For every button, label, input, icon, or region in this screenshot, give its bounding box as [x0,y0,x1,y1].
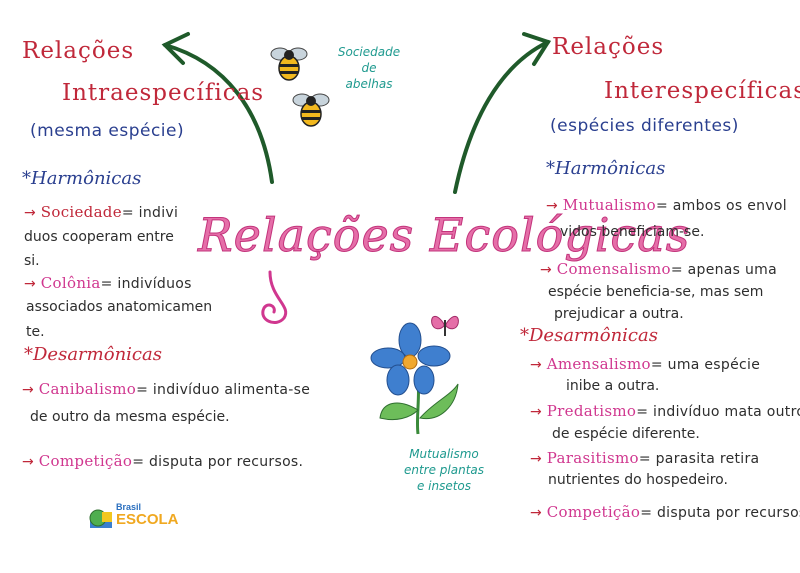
term-comensalismo: Comensalismo [556,260,671,278]
right-predatismo-line1: → Predatismo= indivíduo mata outro [530,402,800,420]
central-title: Relações Ecológicas [197,208,691,263]
right-arrow-icon [453,40,550,194]
left-canibalismo-line2: de outro da mesma espécie. [30,409,230,425]
left-subtitle: (mesma espécie) [30,121,185,141]
right-comensalismo-line1: → Comensalismo= apenas uma [540,260,777,278]
left-title-line1: Relações [22,38,135,64]
right-mutualismo-line2: vidos beneficiam-se. [560,224,705,240]
right-title-line2: Interespecíficas [604,78,800,104]
left-sociedade-line3: si. [24,253,40,269]
left-colonia-line3: te. [26,324,45,340]
bees-note-line: de [361,61,377,75]
def-predatismo: = indivíduo mata outro [636,404,800,420]
flower-note-line: Mutualismo [409,447,479,461]
left-canibalismo-line1: → Canibalismo= indivíduo alimenta-se [22,380,311,398]
left-colonia-line2: associados anatomicamen [26,299,213,315]
flower-note: Mutualismo entre plantas e insetos [394,446,494,494]
left-colonia-line1: → Colônia= indivíduos [24,274,192,292]
term-colonia: Colônia [40,274,101,292]
central-swirl-icon [261,270,288,324]
right-desarmonicas-heading: *Desarmônicas [520,325,658,346]
right-arrowhead-icon [522,32,552,66]
def-mutualismo: = ambos os envol [655,198,787,214]
term-amensalismo: Amensalismo [546,355,651,373]
logo-line1: Brasil [116,502,142,512]
logo-globe-icon [89,509,112,528]
right-title-line1: Relações [552,34,665,60]
flower-note-line: entre plantas [403,463,485,477]
flower-note-line: e insetos [416,479,472,493]
right-mutualismo-line1: → Mutualismo= ambos os envol [546,196,787,214]
def-comensalismo: = apenas uma [670,262,777,278]
right-amensalismo-line2: inibe a outra. [566,378,660,394]
right-harmonicas-heading: *Harmônicas [546,158,666,179]
left-arrow-icon [163,43,274,184]
def-competicao-right: = disputa por recursos. [640,505,800,521]
bees-note: Sociedade de abelhas [334,44,404,92]
left-sociedade-line2: duos cooperam entre [24,229,174,245]
def-sociedade: = indivi [121,205,179,221]
logo-line2: ESCOLA [116,511,179,528]
term-sociedade: Sociedade [40,203,122,221]
butterfly-icon [431,316,459,336]
right-competicao-line1: → Competição= disputa por recursos. [530,503,800,521]
def-colonia: = indivíduos [100,276,192,292]
term-competicao-right: Competição [546,503,641,521]
right-subtitle: (espécies diferentes) [550,116,739,136]
term-canibalismo: Canibalismo [38,380,137,398]
def-competicao-left: = disputa por recursos. [132,454,304,470]
left-desarmonicas-heading: *Desarmônicas [24,344,162,365]
left-competicao-line1: → Competição= disputa por recursos. [22,452,304,470]
right-comensalismo-line3: prejudicar a outra. [554,306,684,322]
right-amensalismo-line1: → Amensalismo= uma espécie [530,355,761,373]
term-parasitismo: Parasitismo [546,449,639,467]
bees-note-line: abelhas [345,77,393,91]
left-title-line2: Intraespecíficas [62,80,265,106]
term-predatismo: Predatismo [546,402,637,420]
right-parasitismo-line1: → Parasitismo= parasita retira [530,449,760,467]
bee-icon [270,47,308,81]
def-amensalismo: = uma espécie [650,357,761,373]
flower-icon [370,322,459,435]
right-parasitismo-line2: nutrientes do hospedeiro. [548,472,728,488]
left-arrowhead-icon [161,32,190,65]
left-harmonicas-heading: *Harmônicas [22,168,142,189]
def-canibalismo: = indivíduo alimenta-se [136,382,311,398]
right-comensalismo-line2: espécie beneficia-se, mas sem [548,284,764,300]
bee-icon [292,93,330,127]
left-sociedade-line1: → Sociedade= indivi [24,203,179,221]
term-mutualismo: Mutualismo [562,196,656,214]
def-parasitismo: = parasita retira [638,451,760,467]
right-predatismo-line2: de espécie diferente. [552,426,700,442]
term-competicao-left: Competição [38,452,133,470]
bees-note-line: Sociedade [337,45,401,59]
